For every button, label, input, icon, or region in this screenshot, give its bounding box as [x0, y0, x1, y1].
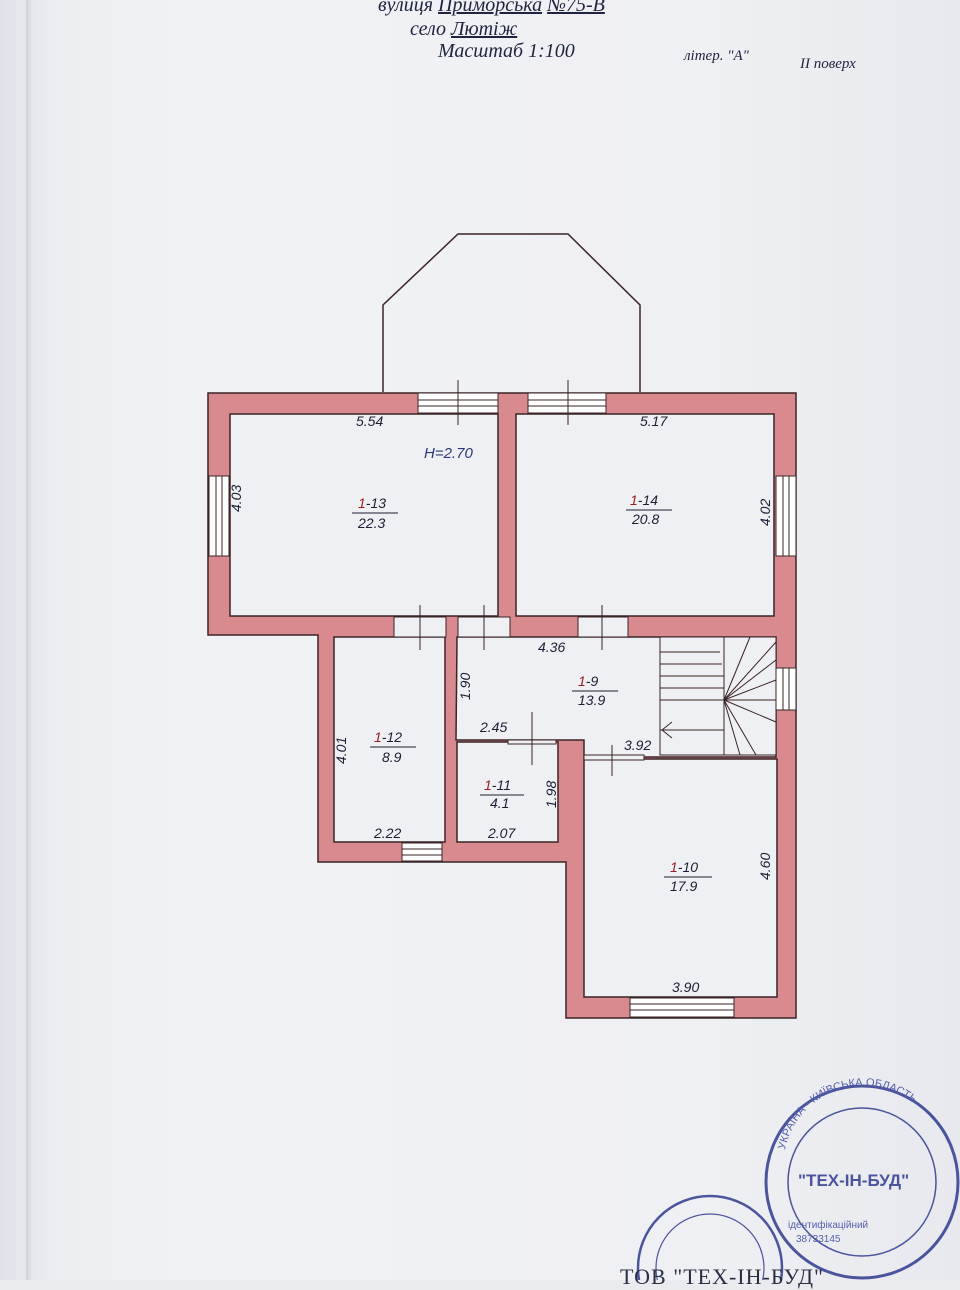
- room-14-floor: [515, 413, 775, 617]
- room-9-label: 1-9 13.9: [572, 673, 618, 708]
- dim-r13-width: 5.54: [356, 413, 383, 429]
- dim-r14-depth: 4.02: [757, 499, 773, 526]
- svg-text:1-10: 1-10: [670, 859, 698, 875]
- room-11-area: 4.1: [490, 795, 509, 811]
- street-prefix: вулиця: [378, 0, 434, 16]
- stamp-company: "ТЕХ-ІН-БУД": [798, 1171, 909, 1190]
- room-11-floor: [456, 741, 559, 843]
- room-9-area: 13.9: [578, 692, 605, 708]
- stamp-inner-ring: [787, 1107, 937, 1257]
- street-name: Приморська: [438, 0, 543, 16]
- window-room10: [629, 997, 735, 1018]
- room-13-floor: [229, 413, 499, 617]
- room-12-number: -12: [382, 729, 402, 745]
- page-binding-edge: [26, 0, 32, 1280]
- window-room12: [401, 842, 443, 862]
- scale-label: Масштаб 1:100: [438, 40, 575, 62]
- dim-r10-width: 3.90: [672, 979, 699, 995]
- room-10-area: 17.9: [670, 878, 697, 894]
- room-10-floor: [583, 758, 778, 998]
- room-10-prefix: 1: [670, 859, 678, 875]
- room-11-prefix: 1: [484, 777, 492, 793]
- room-9-number: -9: [586, 673, 599, 689]
- room-13-label: 1-13 22.3: [352, 495, 398, 531]
- dim-r12-depth: 4.01: [333, 737, 349, 764]
- doors: [393, 380, 645, 776]
- svg-text:1-9: 1-9: [578, 673, 598, 689]
- window-stair: [775, 667, 797, 711]
- dim-r11-top: 2.45: [479, 719, 507, 735]
- dim-r10-top: 3.92: [624, 737, 651, 753]
- room-12-floor: [333, 636, 446, 843]
- room-10-label: 1-10 17.9: [664, 859, 712, 894]
- window-right-room14: [775, 475, 797, 557]
- floor-label: ІІ поверх: [800, 56, 856, 72]
- staircase: [659, 636, 777, 756]
- window-top-right: [527, 392, 607, 414]
- dim-r9-depth: 1.90: [457, 673, 473, 700]
- village-prefix: село: [410, 18, 446, 40]
- room-13-prefix: 1: [358, 495, 366, 511]
- room-12-prefix: 1: [374, 729, 382, 745]
- dim-r11-depth: 1.98: [543, 781, 559, 808]
- dim-r10-depth: 4.60: [757, 853, 773, 880]
- room-14-prefix: 1: [630, 492, 638, 508]
- liter-label: літер. "А": [684, 48, 749, 64]
- room-12-label: 1-12 8.9: [370, 729, 416, 765]
- room-10-number: -10: [678, 859, 698, 875]
- stamp-country: УКРАЇНА: [776, 1104, 808, 1151]
- stamp-ring-text: УКРАЇНА • КИЇВСЬКА ОБЛАСТЬ: [776, 1077, 919, 1151]
- village-line: село Лютіж: [410, 18, 517, 41]
- stamp-code: 38733145: [796, 1234, 841, 1245]
- room-13-area: 22.3: [357, 515, 385, 531]
- room-14-number: -14: [638, 492, 658, 508]
- street-line: вулиця Приморська №75-В: [378, 0, 605, 17]
- svg-text:1-14: 1-14: [630, 492, 658, 508]
- stamp-region: КИЇВСЬКА ОБЛАСТЬ: [808, 1077, 919, 1106]
- dim-r13-depth: 4.03: [228, 485, 244, 512]
- dim-r9-width: 4.36: [538, 639, 565, 655]
- bottom-company-label: ТОВ "ТЕХ-ІН-БУД": [620, 1264, 825, 1289]
- balcony-outline: [382, 233, 641, 392]
- stamp-outer-ring: [764, 1084, 960, 1280]
- room-12-area: 8.9: [382, 749, 402, 765]
- stamp-ident: ідентифікаційний: [788, 1219, 868, 1231]
- room-11-label: 1-11 4.1: [480, 777, 524, 811]
- room-9-prefix: 1: [578, 673, 586, 689]
- dim-r14-width: 5.17: [640, 413, 668, 429]
- second-stamp-ring: [636, 1194, 784, 1280]
- window-left-room13: [208, 475, 230, 557]
- room-14-label: 1-14 20.8: [626, 492, 672, 527]
- svg-text:1-11: 1-11: [484, 777, 511, 793]
- svg-text:1-13: 1-13: [358, 495, 386, 511]
- village-name: Лютіж: [450, 18, 518, 40]
- svg-text:1-12: 1-12: [374, 729, 402, 745]
- house-number: №75-В: [547, 0, 605, 16]
- room-14-area: 20.8: [631, 511, 659, 527]
- room-13-number: -13: [366, 495, 386, 511]
- room-11-number: -11: [492, 777, 511, 793]
- dim-r12-width: 2.22: [373, 825, 401, 841]
- windows: [208, 392, 797, 1018]
- ceiling-height: H=2.70: [424, 445, 473, 462]
- dim-r11-width: 2.07: [487, 825, 516, 841]
